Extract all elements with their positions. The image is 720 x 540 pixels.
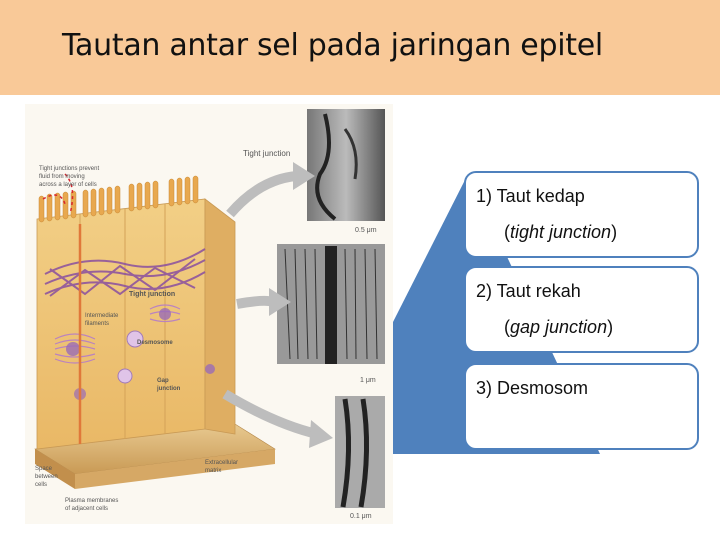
list-item-tight-junction: 1) Taut kedap (tight junction) (464, 171, 699, 258)
cell-junction-figure: Tight junction Tight junctions prevent f… (25, 104, 393, 524)
label-tight-callout: Tight junction (243, 149, 290, 158)
list-item-label: 3) Desmosom (476, 378, 589, 398)
label-tight-note-3: across a layer of cells (39, 182, 97, 188)
label-scale-1: 0.5 μm (355, 227, 377, 234)
label-intermediate-2: filaments (85, 321, 109, 327)
label-gap-2: junction (156, 386, 181, 392)
label-ecm-2: matrix (205, 468, 221, 474)
label-intermediate-1: Intermediate (85, 313, 119, 319)
label-tight-note-2: fluid from moving (39, 174, 85, 180)
label-space-2: between (35, 474, 58, 480)
label-gap-1: Gap (157, 378, 169, 384)
list-item-desmosome: 3) Desmosom (464, 363, 699, 450)
label-scale-3: 0.1 μm (350, 513, 372, 520)
list-item-label: 1) Taut kedap (476, 186, 585, 206)
label-scale-2: 1 μm (360, 377, 376, 384)
list-item-term: (gap junction) (504, 317, 614, 337)
label-space-3: cells (35, 482, 47, 488)
slide-title: Tautan antar sel pada jaringan epitel (62, 28, 603, 63)
label-membranes-2: of adjacent cells (65, 506, 108, 512)
label-space-1: Space (35, 466, 53, 472)
title-bar: Tautan antar sel pada jaringan epitel (0, 0, 720, 95)
list-item-gap-junction: 2) Taut rekah (gap junction) (464, 266, 699, 353)
label-tight-junction: Tight junction (129, 291, 175, 298)
label-ecm-1: Extracellular (205, 460, 238, 466)
label-tight-note-1: Tight junctions prevent (39, 166, 99, 172)
label-membranes-1: Plasma membranes (65, 498, 118, 504)
label-desmosome: Desmosome (137, 340, 173, 346)
list-item-term: (tight junction) (504, 222, 618, 242)
list-item-label: 2) Taut rekah (476, 281, 581, 301)
